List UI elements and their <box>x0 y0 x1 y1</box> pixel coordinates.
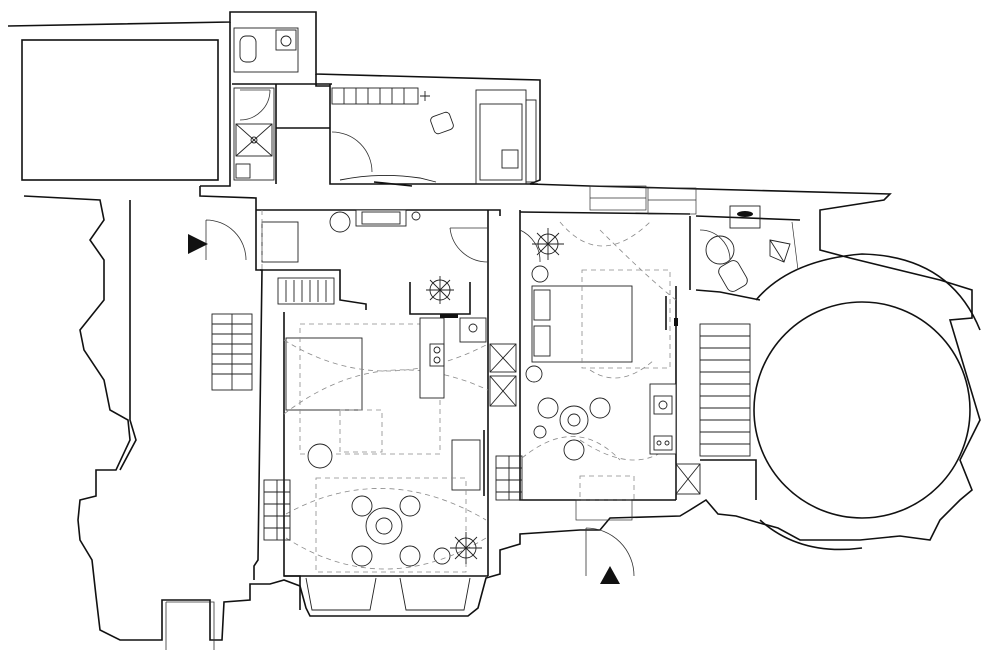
courtyard-block <box>21 39 219 181</box>
circular-tower <box>753 253 981 551</box>
right-staircase <box>699 323 751 457</box>
left-staircase <box>211 313 253 391</box>
kitchen <box>419 276 487 399</box>
top-bathroom <box>233 27 299 73</box>
windows <box>575 185 697 521</box>
storage-column <box>489 343 543 501</box>
exterior-walls <box>7 11 981 641</box>
entrance-marker-south <box>600 566 620 584</box>
living-room <box>263 323 489 611</box>
right-bathroom <box>699 205 799 292</box>
bedroom-dining <box>521 397 677 501</box>
entrance-marker-west <box>188 234 208 254</box>
entrance-doors <box>165 527 635 650</box>
study-room <box>331 87 537 187</box>
entry-hall <box>205 209 541 270</box>
shower-room <box>233 87 275 181</box>
kitchenette <box>649 383 701 495</box>
hall-wardrobe <box>277 277 335 305</box>
bedroom <box>531 221 678 379</box>
